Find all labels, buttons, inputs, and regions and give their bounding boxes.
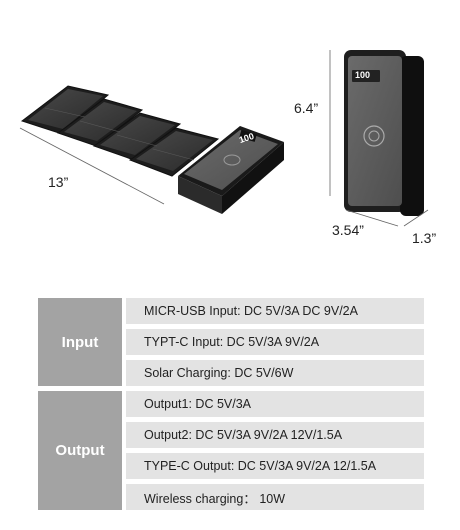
dimension-lines (19, 50, 429, 227)
solar-panels (20, 85, 220, 177)
power-bank-small (178, 126, 284, 214)
spec-row: TYPT-C Input: DC 5V/3A 9V/2A (126, 329, 424, 355)
product-illustration: 100 100 13” 6.4” 3.54” 1.3” (19, 50, 437, 246)
spec-row: Wireless charging： 10W (126, 484, 424, 510)
spec-row: Output1: DC 5V/3A (126, 391, 424, 417)
spec-row: TYPE-C Output: DC 5V/3A 9V/2A 12/1.5A (126, 453, 424, 479)
length-dimension: 13” (48, 174, 69, 190)
power-bank-large (344, 50, 424, 216)
depth-dimension: 1.3” (412, 230, 437, 246)
spec-row: MICR-USB Input: DC 5V/3A DC 9V/2A (126, 298, 424, 324)
width-dimension: 3.54” (332, 222, 364, 238)
spec-group-input: Input MICR-USB Input: DC 5V/3A DC 9V/2A … (38, 298, 424, 386)
spec-group-output: Output Output1: DC 5V/3A Output2: DC 5V/… (38, 391, 424, 510)
power-bank-drawing (19, 50, 429, 227)
spec-table: Input MICR-USB Input: DC 5V/3A DC 9V/2A … (38, 298, 424, 515)
spec-row: Output2: DC 5V/3A 9V/2A 12V/1.5A (126, 422, 424, 448)
spec-row: Solar Charging: DC 5V/6W (126, 360, 424, 386)
group-label: Output (38, 391, 122, 510)
height-dimension: 6.4” (294, 100, 319, 116)
group-label: Input (38, 298, 122, 386)
large-display-readout: 100 (355, 70, 371, 80)
